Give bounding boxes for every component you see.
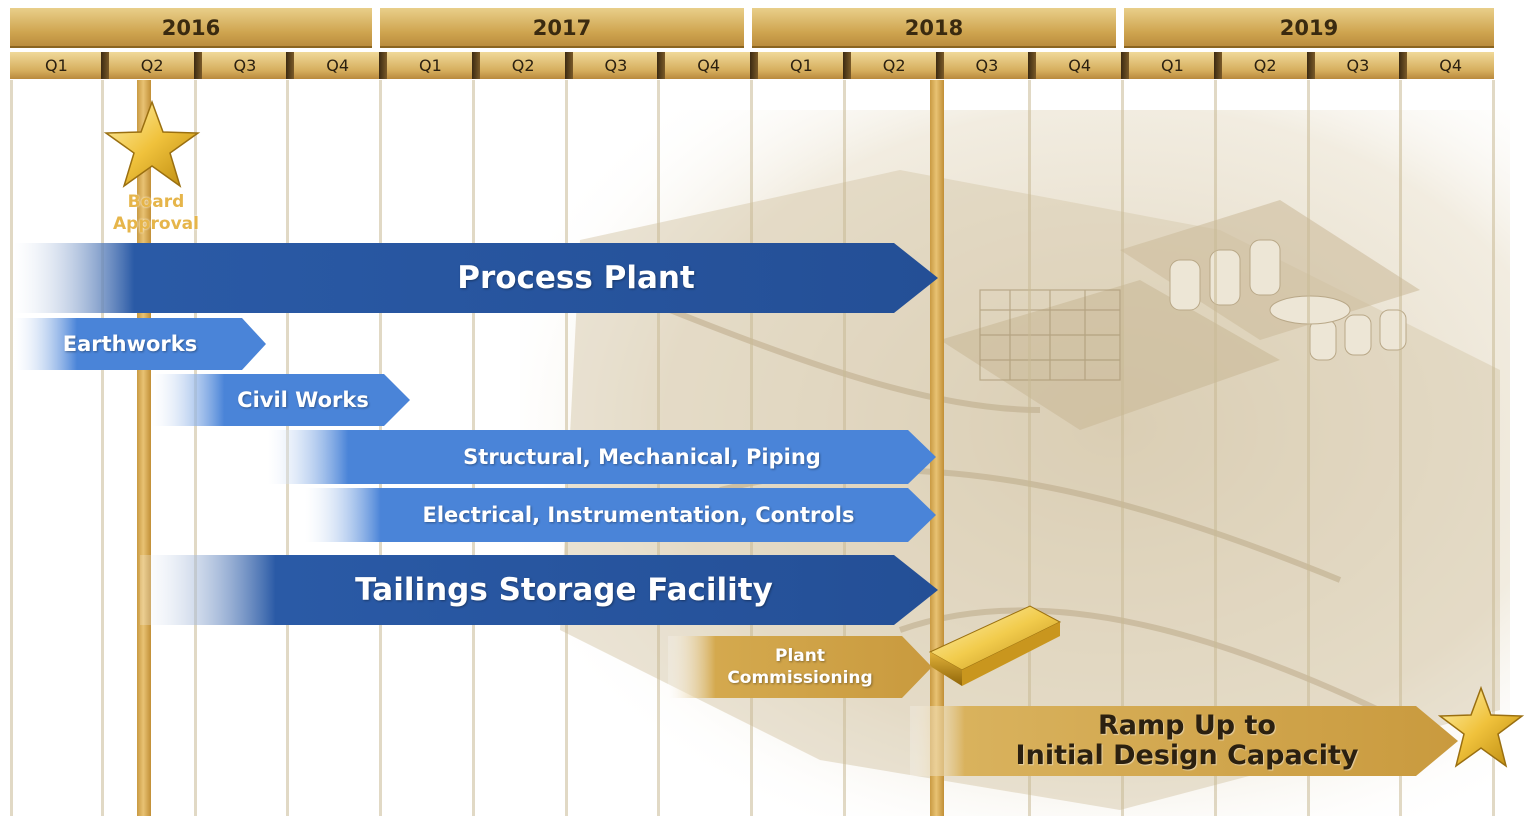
smp-arrow-shape — [268, 430, 936, 484]
quarter-2018-q4: Q4 — [1036, 52, 1123, 79]
civil-works-label: Civil Works — [237, 387, 369, 412]
task-plant-commissioning: Plant Commissioning — [668, 636, 932, 698]
quarter-separator — [471, 52, 480, 79]
civil-works-arrow-shape — [152, 374, 410, 426]
ramp-up-line-1: Ramp Up to — [1098, 710, 1276, 741]
ramp-up-line-2: Initial Design Capacity — [1015, 740, 1359, 771]
year-header-2017: 2017 — [380, 8, 744, 48]
quarter-separator — [1213, 52, 1222, 79]
task-electrical-instrumentation-controls: Electrical, Instrumentation, Controls — [305, 488, 936, 542]
quarter-gridline — [1399, 80, 1403, 816]
board-approval-star-icon — [103, 100, 201, 188]
quarter-gridline — [193, 80, 197, 816]
commissioning-line-1: Plant — [774, 646, 825, 666]
earthworks-arrow-shape — [14, 318, 266, 370]
year-header-2018: 2018 — [752, 8, 1116, 48]
task-earthworks: Earthworks — [14, 318, 266, 370]
year-header-2019: 2019 — [1124, 8, 1494, 48]
quarter-separator — [1121, 52, 1129, 79]
smp-label: Structural, Mechanical, Piping — [463, 444, 821, 469]
eic-arrow-shape — [305, 488, 936, 542]
quarter-2016-q2: Q2 — [108, 52, 196, 79]
quarter-gridline — [1028, 80, 1032, 816]
quarter-separator — [193, 52, 202, 79]
ramp-up-arrow-shape — [910, 706, 1458, 776]
task-ramp-up: Ramp Up to Initial Design Capacity — [910, 706, 1458, 776]
task-tailings-storage-facility: Tailings Storage Facility — [140, 555, 938, 625]
task-civil-works: Civil Works — [152, 374, 410, 426]
quarter-2019-q1: Q1 — [1129, 52, 1216, 79]
quarter-2018-q1: Q1 — [758, 52, 845, 79]
quarter-separator — [100, 52, 109, 79]
quarter-2017-q3: Q3 — [572, 52, 660, 79]
task-structural-mechanical-piping: Structural, Mechanical, Piping — [268, 430, 936, 484]
quarter-separator — [842, 52, 851, 79]
process-plant-arrow-shape — [14, 243, 938, 313]
tsf-arrow-shape — [140, 555, 938, 625]
commissioning-arrow-shape — [668, 636, 932, 698]
quarter-gridline — [1492, 80, 1495, 816]
eic-label: Electrical, Instrumentation, Controls — [422, 502, 855, 527]
quarter-2017-q2: Q2 — [479, 52, 567, 79]
quarter-separator — [750, 52, 758, 79]
gold-bar-icon — [928, 605, 1062, 686]
quarter-separator — [379, 52, 387, 79]
quarter-2018-q2: Q2 — [850, 52, 938, 79]
quarter-2019-q2: Q2 — [1221, 52, 1309, 79]
quarter-2016-q3: Q3 — [201, 52, 289, 79]
quarter-separator — [564, 52, 573, 79]
quarter-2016-q4: Q4 — [294, 52, 381, 79]
quarter-gridline — [1213, 80, 1217, 816]
process-plant-label: Process Plant — [457, 259, 695, 296]
quarter-gridline — [1121, 80, 1124, 816]
quarter-2017-q4: Q4 — [665, 52, 752, 79]
board-approval-line-1: Board — [127, 192, 185, 212]
design-capacity-star-icon — [1438, 686, 1524, 768]
quarter-2018-q3: Q3 — [943, 52, 1031, 79]
ramp-up-label: Ramp Up to Initial Design Capacity — [1010, 711, 1359, 771]
quarter-2016-q1: Q1 — [10, 52, 103, 79]
quarter-separator — [657, 52, 666, 79]
quarter-gridline — [10, 80, 13, 816]
commissioning-line-2: Commissioning — [727, 668, 873, 688]
quarter-gridline — [100, 80, 104, 816]
quarter-gridline — [1306, 80, 1310, 816]
quarter-separator — [1306, 52, 1315, 79]
tsf-label: Tailings Storage Facility — [355, 571, 773, 608]
quarter-separator — [1399, 52, 1408, 79]
quarter-2019-q4: Q4 — [1407, 52, 1494, 79]
commissioning-line — [930, 80, 944, 816]
year-header-2016: 2016 — [10, 8, 372, 48]
quarter-separator — [1028, 52, 1037, 79]
quarter-separator — [935, 52, 944, 79]
board-approval-label: Board Approval — [96, 191, 216, 235]
quarter-2019-q3: Q3 — [1314, 52, 1402, 79]
commissioning-label: Plant Commissioning — [727, 645, 872, 689]
earthworks-label: Earthworks — [62, 331, 198, 356]
quarter-2017-q1: Q1 — [387, 52, 474, 79]
task-process-plant: Process Plant — [14, 243, 938, 313]
quarter-separator — [286, 52, 295, 79]
board-approval-line-2: Approval — [113, 214, 199, 234]
